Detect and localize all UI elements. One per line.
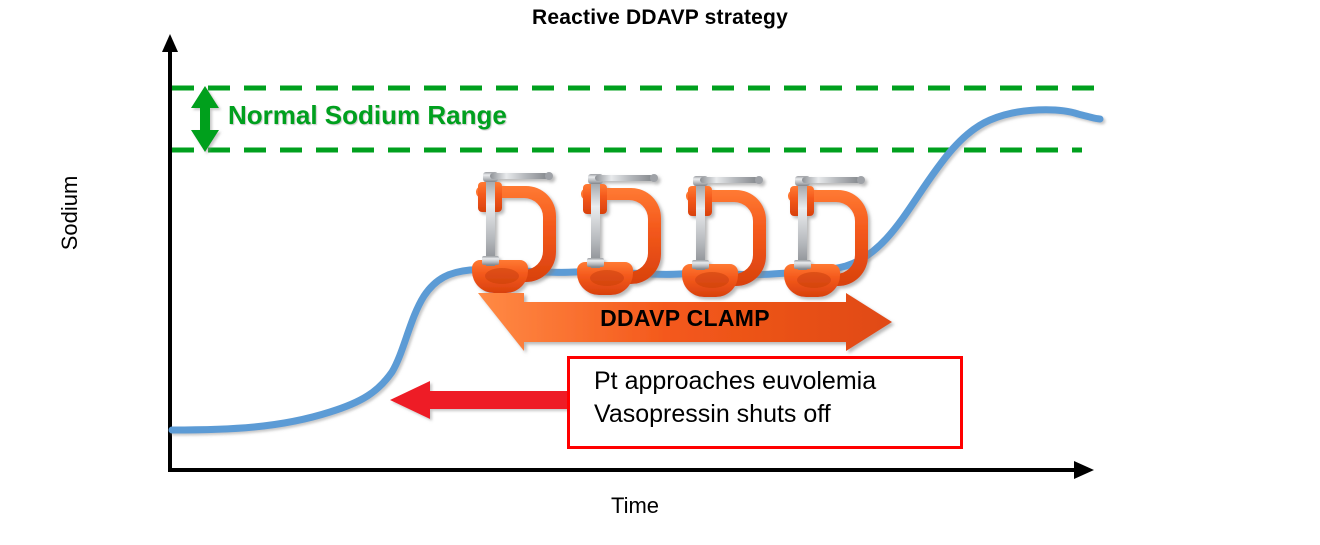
sodium-curve [168,106,1104,434]
clamp-icon [472,172,556,293]
callout-line-2: Vasopressin shuts off [594,400,831,428]
normal-range-arrow [191,86,219,152]
callout-arrow [390,381,570,419]
x-axis-label: Time [610,493,660,518]
callout-line-1: Pt approaches euvolemia [594,367,877,395]
clamp-icon [682,176,766,297]
clamp-icon [577,174,661,295]
ddavp-clamp-arrow [478,293,892,351]
clamp-icon [784,176,868,297]
ddavp-clamp-label: DDAVP CLAMP [600,305,770,331]
axis-lines [162,34,1094,479]
ddavp-clamp-group [472,172,868,297]
page-title: Reactive DDAVP strategy [532,6,788,29]
normal-range-band [172,85,1098,153]
normal-range-label: Normal Sodium Range [228,100,507,130]
y-axis-label: Sodium [57,175,82,251]
callout-box: Pt approaches euvolemia Vasopressin shut… [567,356,963,449]
